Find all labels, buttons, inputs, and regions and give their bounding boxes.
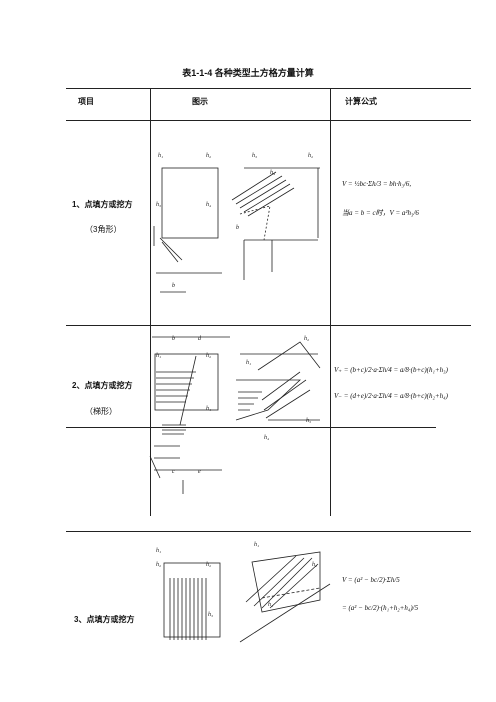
row3-formula-line2: = (a² − bc/2)·(h₁+h₂+h₄)/5 bbox=[342, 604, 419, 612]
row1-item: 1、点填方或挖方 bbox=[72, 200, 133, 209]
svg-text:b: b bbox=[172, 283, 175, 289]
svg-text:h₃: h₃ bbox=[252, 153, 257, 159]
svg-text:c: c bbox=[172, 469, 175, 475]
svg-text:e: e bbox=[198, 469, 201, 475]
table-rule-row1 bbox=[66, 325, 471, 326]
diagram3-right bbox=[239, 551, 331, 643]
svg-text:h₁: h₁ bbox=[254, 542, 259, 548]
table-rule-top bbox=[66, 88, 471, 89]
table-title: 表1-1-4 各种类型土方格方量计算 bbox=[182, 68, 314, 78]
table-rule-row2b bbox=[66, 531, 471, 532]
svg-text:d: d bbox=[198, 336, 202, 342]
row2-item: 2、点填方或挖方 bbox=[72, 381, 133, 390]
row2-sub: （梯形） bbox=[85, 407, 117, 416]
svg-text:h₂: h₂ bbox=[304, 336, 309, 342]
svg-text:h₃: h₃ bbox=[208, 612, 213, 618]
diagram3-left bbox=[163, 562, 221, 640]
svg-text:h₄: h₄ bbox=[206, 406, 211, 412]
row1-formula-line1: V = ½bc·Σh/3 = bh·h₃/6, bbox=[342, 180, 412, 188]
svg-text:h₂: h₂ bbox=[206, 562, 211, 568]
svg-text:h₂: h₂ bbox=[206, 353, 211, 359]
row1-formula-line2: 当a = b = c时，V = a²h₃/6 bbox=[342, 209, 419, 217]
svg-text:h₂: h₂ bbox=[156, 562, 161, 568]
diagram2-left bbox=[152, 336, 230, 435]
svg-text:h₂: h₂ bbox=[308, 153, 313, 159]
svg-text:h₁: h₁ bbox=[156, 353, 161, 359]
header-diagram: 图示 bbox=[192, 97, 208, 106]
svg-text:h₁: h₁ bbox=[156, 548, 161, 554]
svg-text:b: b bbox=[236, 225, 239, 231]
svg-text:h₃: h₃ bbox=[306, 418, 311, 424]
svg-text:h₄: h₄ bbox=[206, 202, 211, 208]
svg-text:h₃: h₃ bbox=[156, 202, 161, 208]
header-item: 项目 bbox=[78, 97, 94, 106]
diagram1-right bbox=[231, 167, 320, 280]
diagram2-right bbox=[235, 341, 321, 421]
diagram2-lower bbox=[149, 445, 222, 494]
svg-text:h₂: h₂ bbox=[312, 562, 317, 568]
row3-item: 3、点填方或挖方 bbox=[74, 615, 135, 624]
row2-formula-line2: V₋ = (d+e)/2·a·Σh/4 = a/8·(b+c)(h₂+h₄) bbox=[334, 392, 448, 400]
svg-text:h₁: h₁ bbox=[246, 360, 251, 366]
svg-text:h₄: h₄ bbox=[264, 435, 269, 441]
svg-text:h₄: h₄ bbox=[270, 170, 275, 176]
table-rule-header bbox=[66, 120, 471, 121]
svg-text:h₄: h₄ bbox=[268, 602, 273, 608]
row2-formula-line1: V₊ = (b+c)/2·a·Σh/4 = a/8·(b+c)(h₁+h₃) bbox=[334, 366, 448, 374]
table-rule-row2a bbox=[66, 427, 436, 428]
table-col-divider-2 bbox=[330, 88, 331, 516]
row1-sub: （3角形） bbox=[85, 225, 122, 234]
diagram-labels: h₁ h₂ h₃ h₄ b h₃ h₂ h₄ b b d h₁ h₂ h₄ h₁ h₂ h₃ h… bbox=[156, 153, 317, 618]
row3-formula-line1: V = (a² − bc/2)·Σh/5 bbox=[342, 576, 400, 584]
svg-text:b: b bbox=[172, 336, 175, 342]
svg-text:h₁: h₁ bbox=[158, 153, 163, 159]
svg-text:h₂: h₂ bbox=[206, 153, 211, 159]
table-col-divider-1 bbox=[150, 88, 151, 516]
diagram1-left bbox=[153, 167, 222, 293]
header-formula: 计算公式 bbox=[345, 97, 377, 106]
